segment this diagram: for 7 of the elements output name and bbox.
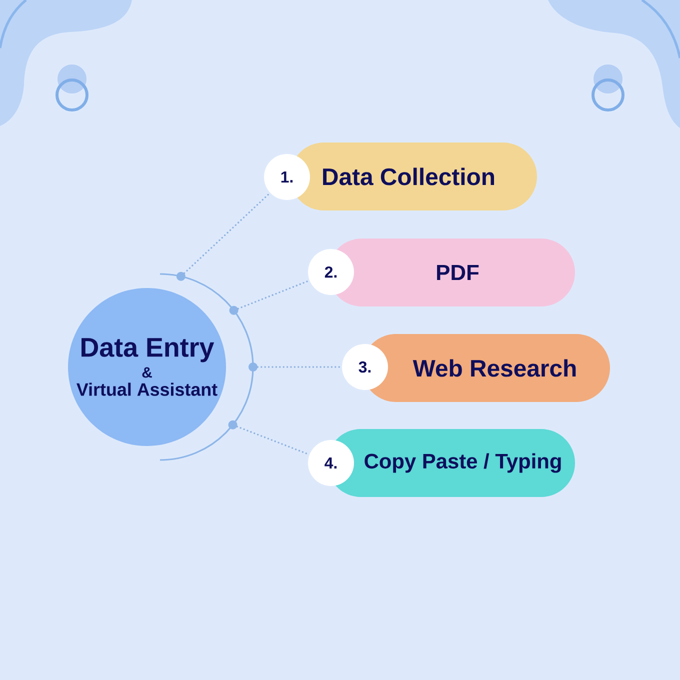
connector-dot <box>248 362 258 372</box>
dotted-line <box>237 280 310 310</box>
connector-dot <box>176 272 186 281</box>
dotted-line <box>183 192 271 274</box>
connector-dot <box>229 306 238 315</box>
dotted-line <box>256 366 343 368</box>
connector-dot <box>228 420 238 430</box>
